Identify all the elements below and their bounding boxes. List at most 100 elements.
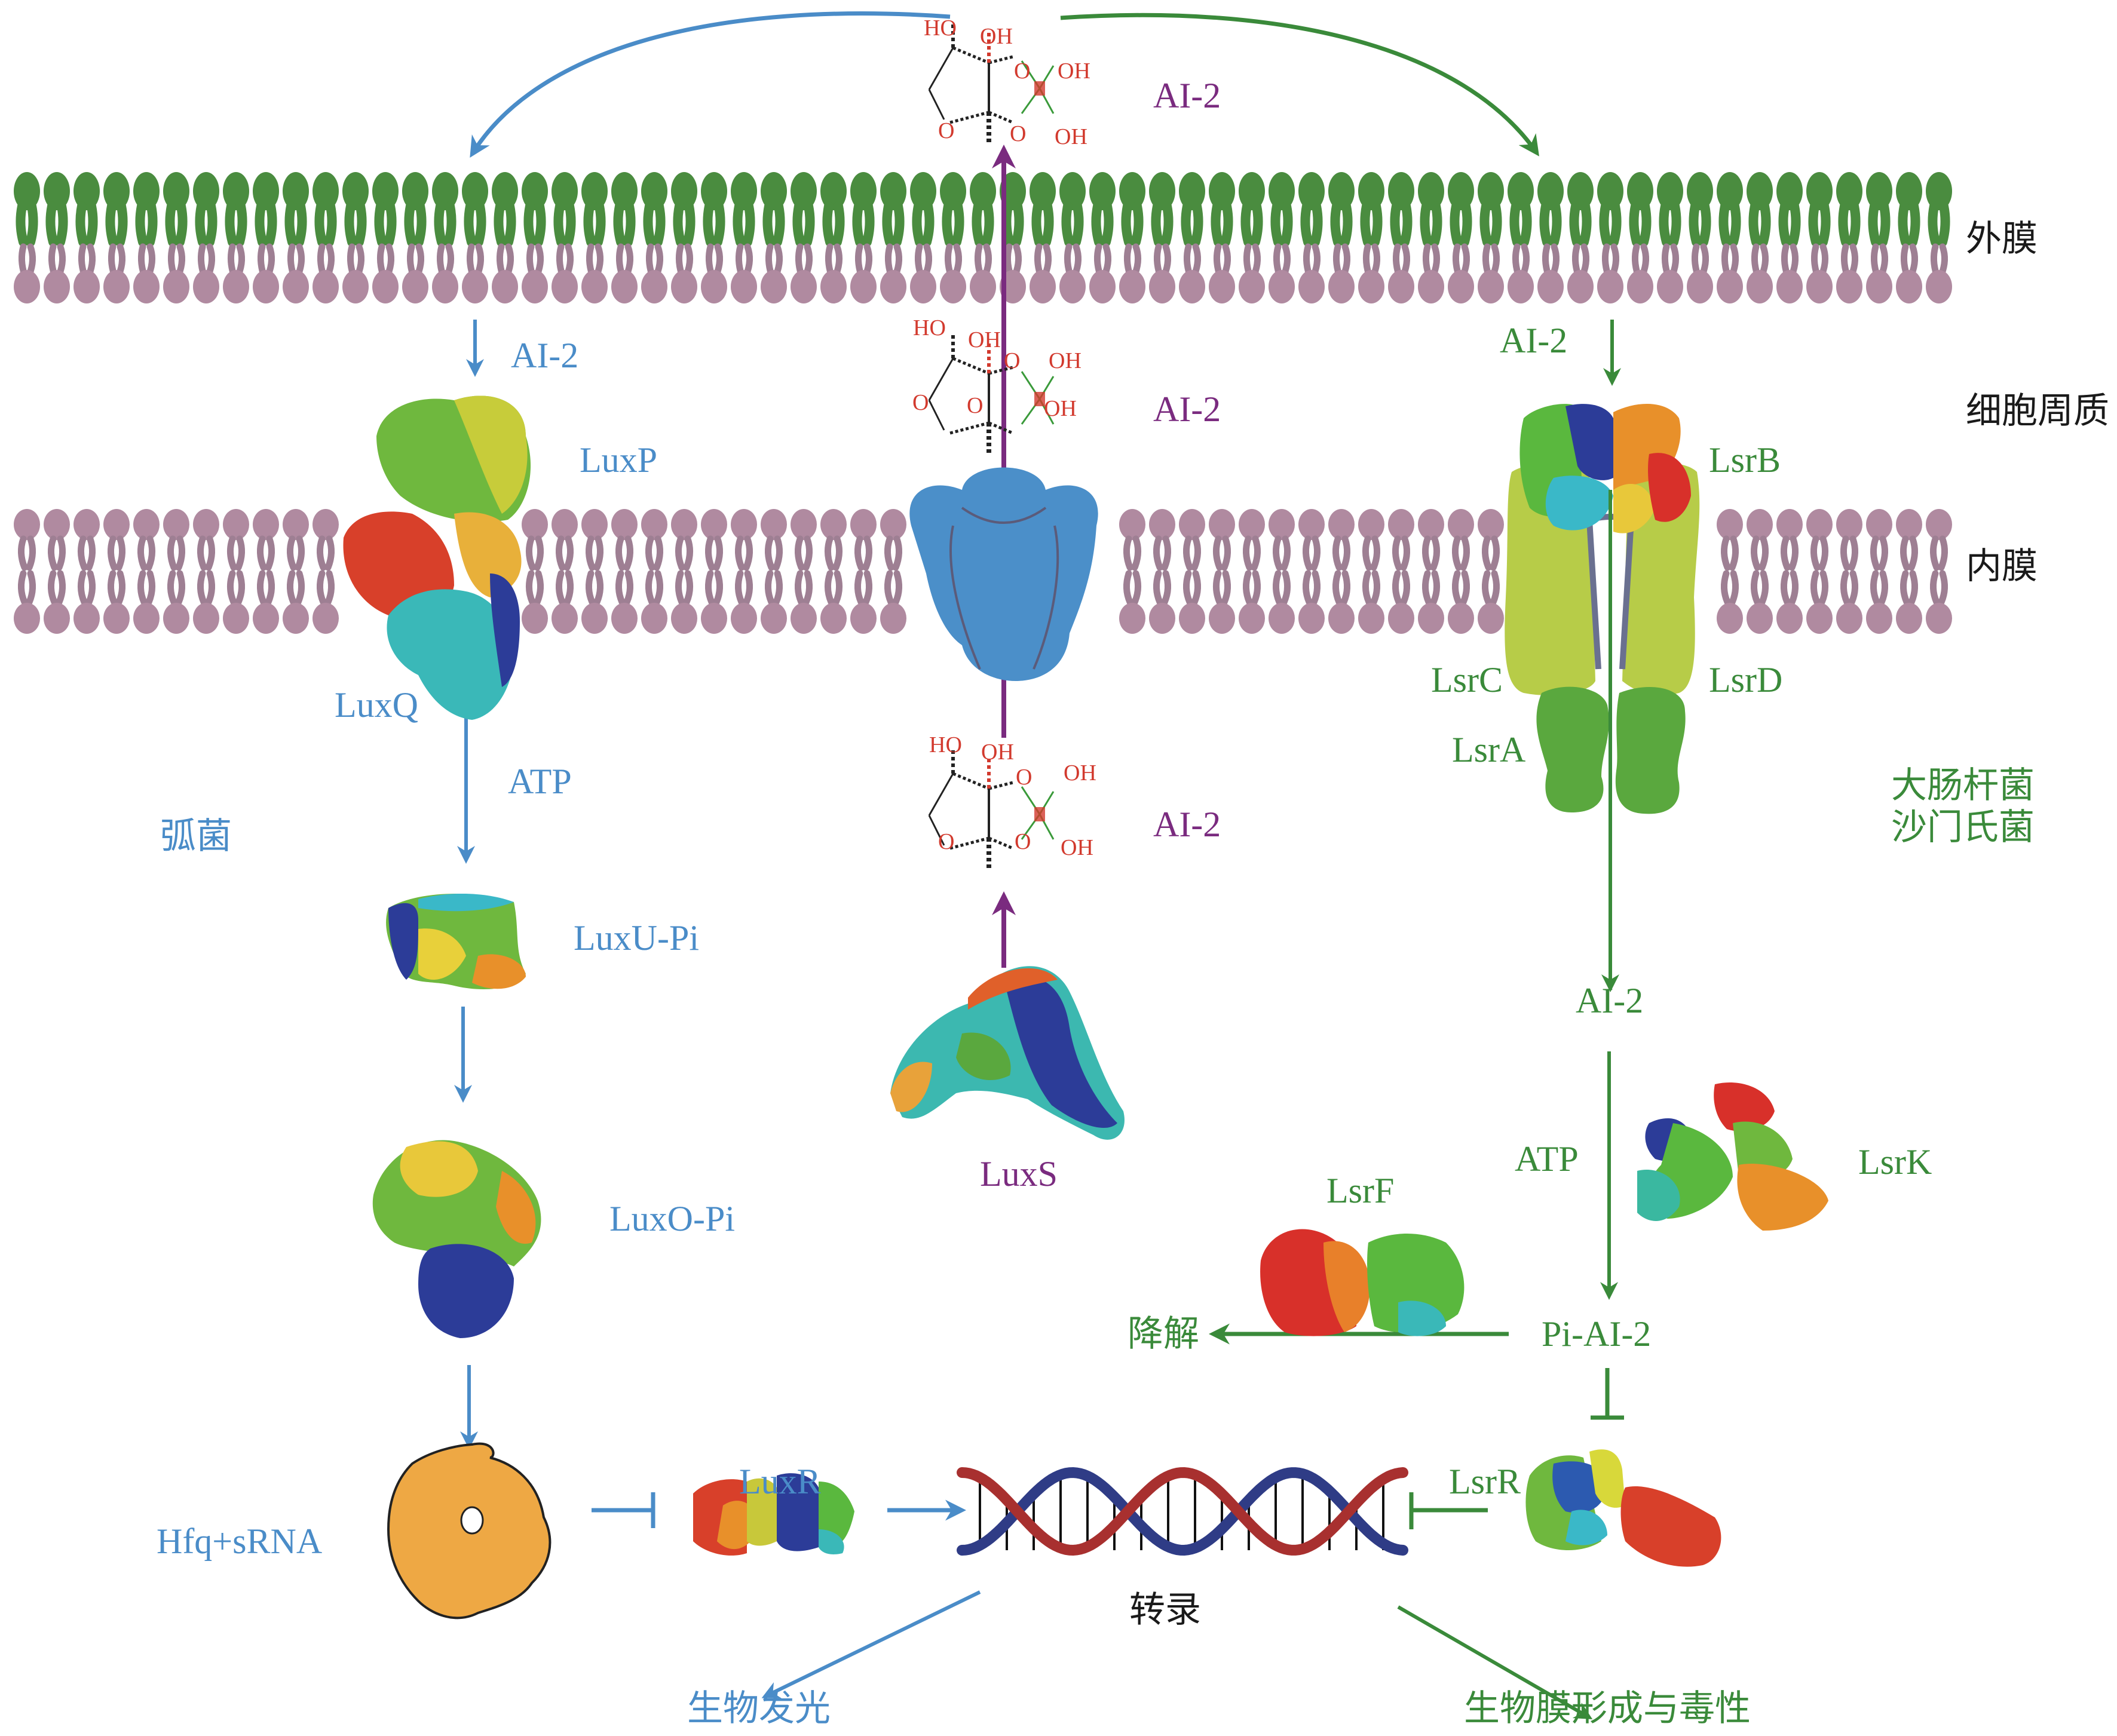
lipid <box>342 172 369 303</box>
lipid <box>73 172 100 303</box>
lipid <box>492 172 518 303</box>
pi-ai2-inhibits-lsrr <box>1591 1368 1624 1420</box>
atom-label: O <box>912 390 929 415</box>
lipid <box>1298 172 1325 303</box>
lipid <box>731 509 757 634</box>
biofilm-virulence-label: 生物膜形成与毒性 <box>1464 1689 1751 1728</box>
lipid <box>44 509 70 634</box>
lipid <box>1926 172 1952 303</box>
luxr-label: LuxR <box>739 1462 821 1501</box>
lipid <box>552 509 578 634</box>
dna-to-biofilm-arrow <box>1397 1605 1593 1720</box>
lipid <box>1418 509 1444 634</box>
vibrio-ai2-label: AI-2 <box>511 336 579 375</box>
lipid <box>1597 172 1623 303</box>
atom-label: O <box>1016 765 1033 790</box>
atom-label: OH <box>1049 348 1082 373</box>
lipid <box>1806 509 1833 634</box>
lipid <box>820 509 847 634</box>
lipid <box>1358 509 1384 634</box>
lsra-label: LsrA <box>1452 730 1526 769</box>
lsrk-protein <box>1637 1082 1828 1231</box>
lipid <box>850 172 877 303</box>
lipid <box>1179 509 1205 634</box>
lipid <box>1179 172 1205 303</box>
ecoli-atp-label: ATP <box>1515 1139 1579 1179</box>
lipid <box>103 509 130 634</box>
lipid <box>1298 509 1325 634</box>
bioluminescence-label: 生物发光 <box>687 1689 831 1728</box>
lsra-atpase <box>1536 686 1686 814</box>
lipid <box>522 172 548 303</box>
atom-label: O <box>1010 121 1027 146</box>
inner-membrane-label: 内膜 <box>1966 547 2038 586</box>
lipid <box>1358 172 1384 303</box>
lipid <box>193 509 219 634</box>
lipid <box>880 509 906 634</box>
lipid <box>1209 172 1235 303</box>
dna-helix <box>957 1467 1408 1556</box>
atom-label: O <box>1014 59 1031 84</box>
arc-arrow-to-vibrio <box>470 11 951 158</box>
atom-label: O <box>967 393 984 418</box>
atom-label: O <box>1015 829 1031 854</box>
lipid <box>611 172 638 303</box>
atom-label: OH <box>981 740 1014 765</box>
atom-label: O <box>1004 348 1021 373</box>
lipid <box>1567 172 1594 303</box>
lipid <box>163 172 189 303</box>
atom-label: O <box>938 829 955 854</box>
lipid <box>910 172 936 303</box>
lipid <box>1926 509 1952 634</box>
outer-membrane-label: 外膜 <box>1966 219 2038 259</box>
lipid <box>1836 172 1862 303</box>
lipid <box>1269 172 1295 303</box>
lipid <box>1537 172 1564 303</box>
lipid <box>1657 172 1683 303</box>
lipid <box>1119 172 1145 303</box>
lipid <box>1866 509 1892 634</box>
lipid <box>1239 509 1265 634</box>
ecoli-cytoplasm-ai2-label: AI-2 <box>1576 981 1644 1020</box>
atom-label: OH <box>1061 835 1093 860</box>
atom-label: HO <box>929 732 962 757</box>
lipid <box>1687 172 1713 303</box>
lipid <box>1328 509 1355 634</box>
arc-arrow-to-ecoli <box>1060 13 1539 157</box>
ecoli-organism-label-2: 沙门氏菌 <box>1891 808 2035 847</box>
luxs-label: LuxS <box>980 1154 1058 1194</box>
lipid <box>44 172 70 303</box>
ai2-molecule-periplasm <box>929 335 1053 454</box>
lipid <box>552 172 578 303</box>
lsrc-label: LsrC <box>1431 660 1503 700</box>
lipid <box>791 509 817 634</box>
lipid <box>1747 509 1773 634</box>
lipid <box>581 509 608 634</box>
lipid <box>1239 172 1265 303</box>
lsrd-label: LsrD <box>1709 660 1783 700</box>
lipid <box>1866 172 1892 303</box>
lipid <box>283 509 309 634</box>
lipid <box>671 172 697 303</box>
lipid <box>1508 172 1534 303</box>
degradation-label: 降解 <box>1128 1314 1199 1354</box>
lipid <box>1418 172 1444 303</box>
lipid <box>1059 172 1086 303</box>
lipid <box>14 172 40 303</box>
atom-label: OH <box>1064 760 1096 786</box>
ai2-export-channel <box>909 467 1098 681</box>
atom-label: OH <box>1044 396 1077 421</box>
lipid <box>1119 509 1145 634</box>
luxo-label: LuxO-Pi <box>609 1199 735 1238</box>
lsrk-label: LsrK <box>1858 1142 1932 1182</box>
lipid <box>313 509 339 634</box>
lipid <box>133 509 160 634</box>
lipid <box>1896 509 1922 634</box>
hfq-label: Hfq+sRNA <box>157 1522 323 1561</box>
lipid <box>731 172 757 303</box>
lipid <box>1448 509 1474 634</box>
lsrb-label: LsrB <box>1709 440 1781 480</box>
ecoli-organism-label-1: 大肠杆菌 <box>1891 766 2035 805</box>
lipid <box>1717 172 1743 303</box>
lipid <box>14 509 40 634</box>
